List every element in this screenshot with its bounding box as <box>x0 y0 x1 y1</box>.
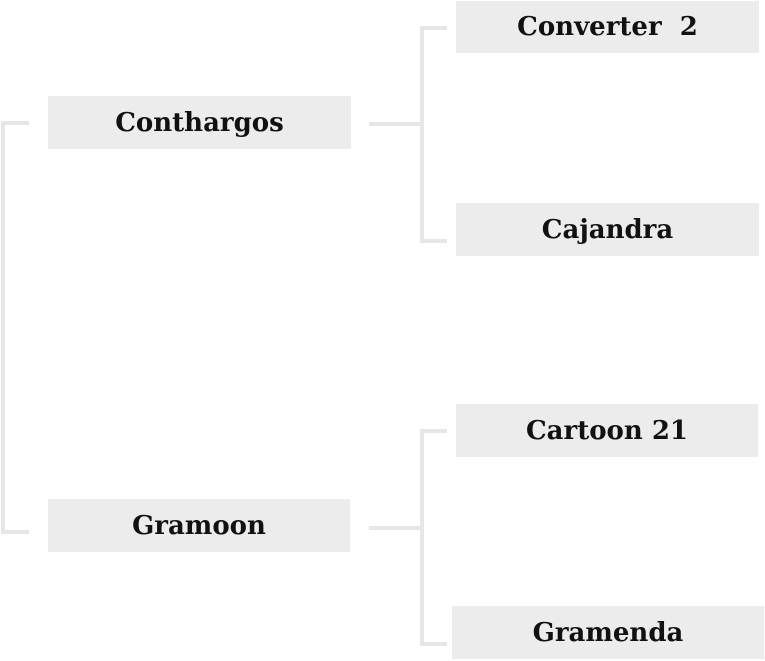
node-label: Converter 2 <box>517 12 698 42</box>
node-label: Conthargos <box>115 107 284 138</box>
node-cartoon-21: Cartoon 21 <box>456 404 758 457</box>
root-bracket <box>1 121 29 534</box>
node-gramoon: Gramoon <box>48 499 350 552</box>
node-label: Cartoon 21 <box>525 415 689 446</box>
gramoon-branch <box>369 429 447 646</box>
node-label: Gramoon <box>132 510 266 541</box>
node-label: Gramenda <box>532 617 684 648</box>
node-converter-2: Converter 2 <box>456 1 759 53</box>
node-conthargos: Conthargos <box>48 96 351 149</box>
node-cajandra: Cajandra <box>456 203 759 256</box>
node-label: Cajandra <box>541 214 674 245</box>
conthargos-branch <box>369 26 447 243</box>
node-gramenda: Gramenda <box>452 606 764 659</box>
